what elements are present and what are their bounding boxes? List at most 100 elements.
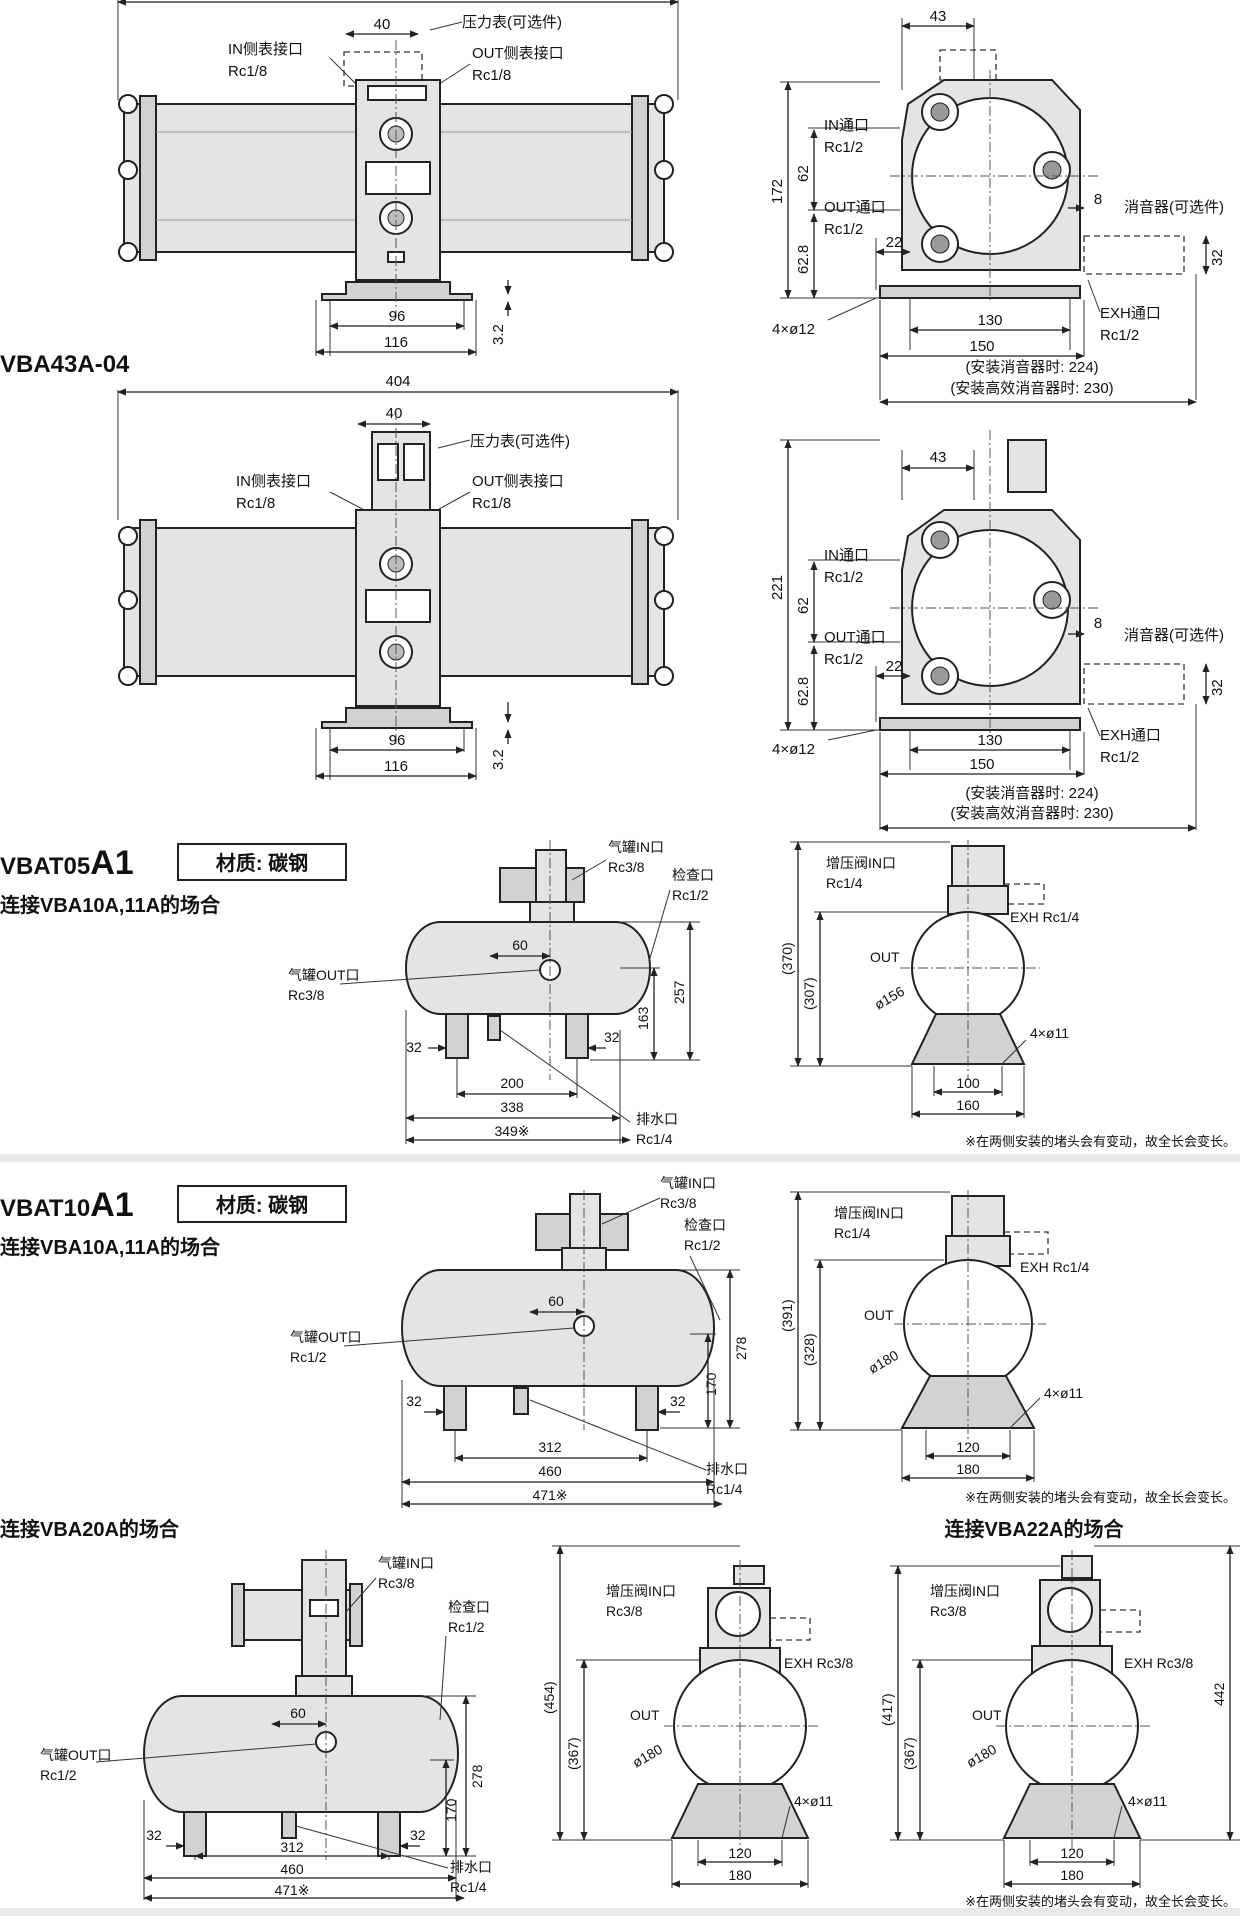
section-divider (0, 1154, 1240, 1162)
dim-307: (307) (801, 977, 817, 1010)
drain-label: 排水口 (706, 1461, 748, 1477)
drain-size: Rc1/4 (706, 1481, 743, 1497)
side-dim-221: 221 (769, 575, 786, 600)
tank-out-label: 气罐OUT口 (40, 1747, 112, 1763)
connection-subtitle: 连接VBA10A,11A的场合 (0, 893, 221, 917)
out-port-label: OUT通口 (824, 199, 886, 216)
check-port-label: 检查口 (448, 1599, 490, 1615)
dim-32-left: 32 (406, 1039, 422, 1055)
footnote: ※在两侧安装的堵头会有变动，故全长会变长。 (965, 1490, 1236, 1505)
top-side-view: 43 172 62 62.8 IN通口 Rc1/2 OUT通口 Rc1/2 22… (769, 8, 1226, 406)
dim-60: 60 (548, 1293, 564, 1309)
tank-in-size: Rc3/8 (608, 859, 645, 875)
vbat10-header: VBAT10A1 材质: 碳钢 连接VBA10A,11A的场合 (0, 1185, 347, 1259)
dim-116: 116 (384, 758, 408, 775)
in-gauge-size: Rc1/8 (228, 63, 267, 80)
note-silencer: (安装消音器时: 224) (965, 785, 1098, 802)
title-vbat05: VBAT05A1 (0, 844, 134, 882)
boost-in-size: Rc1/4 (834, 1225, 871, 1241)
in-gauge-label: IN侧表接口 (228, 41, 303, 58)
material-label: 材质: 碳钢 (216, 851, 308, 875)
dim-170: 170 (443, 1798, 459, 1822)
dim-120: 120 (1060, 1845, 1084, 1861)
dim-471: 471※ (274, 1882, 309, 1898)
dim-40: 40 (386, 405, 403, 422)
mount-holes: 4×ø11 (1030, 1025, 1069, 1041)
side-dim-43: 43 (930, 449, 947, 466)
dim-3-2: 3.2 (490, 324, 507, 345)
tank-out-size: Rc1/2 (290, 1349, 327, 1365)
gauge-label: 压力表(可选件) (470, 433, 570, 450)
tank-in-size: Rc3/8 (378, 1575, 415, 1591)
vbat05-header: VBAT05A1 材质: 碳钢 连接VBA10A,11A的场合 (0, 843, 347, 917)
dim-454: (454) (541, 1681, 557, 1714)
exh-label: EXH通口 (1100, 305, 1161, 322)
side-dim-150: 150 (969, 756, 994, 773)
vba43a-side-view: 43 221 62 62.8 IN通口 Rc1/2 OUT通口 Rc1/2 22… (769, 430, 1226, 832)
in-port-size: Rc1/2 (824, 569, 863, 586)
out-label: OUT (864, 1307, 894, 1323)
exh-label: EXH Rc1/4 (1010, 909, 1079, 925)
vba22-subtitle: 连接VBA22A的场合 (945, 1517, 1125, 1541)
side-dim-130: 130 (977, 312, 1002, 329)
silencer-label: 消音器(可选件) (1124, 199, 1224, 216)
vba43a-front-view: 404 40 压力表(可选件) IN侧表接口 Rc1/8 OUT侧表接口 Rc1… (117, 373, 679, 780)
boost-in-size: Rc1/4 (826, 875, 863, 891)
out-port-size: Rc1/2 (824, 651, 863, 668)
check-port-size: Rc1/2 (672, 887, 709, 903)
side-dim-8: 8 (1094, 615, 1102, 632)
dim-60: 60 (512, 937, 528, 953)
dim-120: 120 (728, 1845, 752, 1861)
dim-40: 40 (374, 16, 391, 33)
check-port-size: Rc1/2 (684, 1237, 721, 1253)
exh-size: Rc1/2 (1100, 749, 1139, 766)
mount-holes: 4×ø11 (1044, 1385, 1083, 1401)
side-dim-43: 43 (930, 8, 947, 25)
diameter: ø180 (866, 1347, 902, 1377)
footnote: ※在两侧安装的堵头会有变动，故全长会变长。 (965, 1894, 1236, 1909)
dim-32-left: 32 (406, 1393, 422, 1409)
vba20-front-view: 气罐IN口 Rc3/8 检查口 Rc1/2 60 气罐OUT口 Rc1/2 27… (40, 1550, 492, 1902)
check-port-size: Rc1/2 (448, 1619, 485, 1635)
in-gauge-size: Rc1/8 (236, 495, 275, 512)
in-port-size: Rc1/2 (824, 139, 863, 156)
dim-349: 349※ (494, 1123, 529, 1139)
note-silencer: (安装消音器时: 224) (965, 359, 1098, 376)
out-gauge-label: OUT侧表接口 (472, 45, 564, 62)
vba20-side-view: 增压阀IN口 Rc3/8 EXH Rc3/8 OUT ø180 (454) (3… (541, 1545, 853, 1888)
check-port-label: 检查口 (672, 867, 714, 883)
vba20-subtitle: 连接VBA20A的场合 (0, 1517, 180, 1541)
boost-in-size: Rc3/8 (606, 1603, 643, 1619)
dim-278: 278 (733, 1336, 749, 1360)
drain-label: 排水口 (636, 1111, 678, 1127)
dim-180: 180 (1060, 1867, 1084, 1883)
side-dim-62-8: 62.8 (795, 677, 812, 706)
mount-holes: 4×ø11 (794, 1793, 833, 1809)
side-dim-150: 150 (969, 338, 994, 355)
dim-417: (417) (879, 1693, 895, 1726)
dim-170: 170 (703, 1372, 719, 1396)
side-dim-32: 32 (1209, 679, 1226, 696)
dim-328: (328) (801, 1333, 817, 1366)
in-port-label: IN通口 (824, 117, 869, 134)
vbat05-side-view: 增压阀IN口 Rc1/4 EXH Rc1/4 OUT ø156 (370) (3… (779, 840, 1236, 1149)
drain-label: 排水口 (450, 1859, 492, 1875)
dim-180: 180 (956, 1461, 980, 1477)
dim-278: 278 (469, 1764, 485, 1788)
material-label: 材质: 碳钢 (216, 1193, 308, 1217)
dim-120: 120 (956, 1439, 980, 1455)
boost-in-label: 增压阀IN口 (834, 1205, 904, 1221)
tank-in-size: Rc3/8 (660, 1195, 697, 1211)
drain-size: Rc1/4 (450, 1879, 487, 1895)
diameter: ø180 (964, 1741, 1000, 1771)
dim-96: 96 (389, 732, 406, 749)
dim-460: 460 (280, 1861, 304, 1877)
out-port-size: Rc1/2 (824, 221, 863, 238)
out-label: OUT (870, 949, 900, 965)
out-label: OUT (972, 1707, 1002, 1723)
mount-holes: 4×ø12 (772, 321, 815, 338)
side-dim-22: 22 (886, 658, 903, 675)
out-gauge-size: Rc1/8 (472, 67, 511, 84)
exh-label: EXH Rc1/4 (1020, 1259, 1089, 1275)
